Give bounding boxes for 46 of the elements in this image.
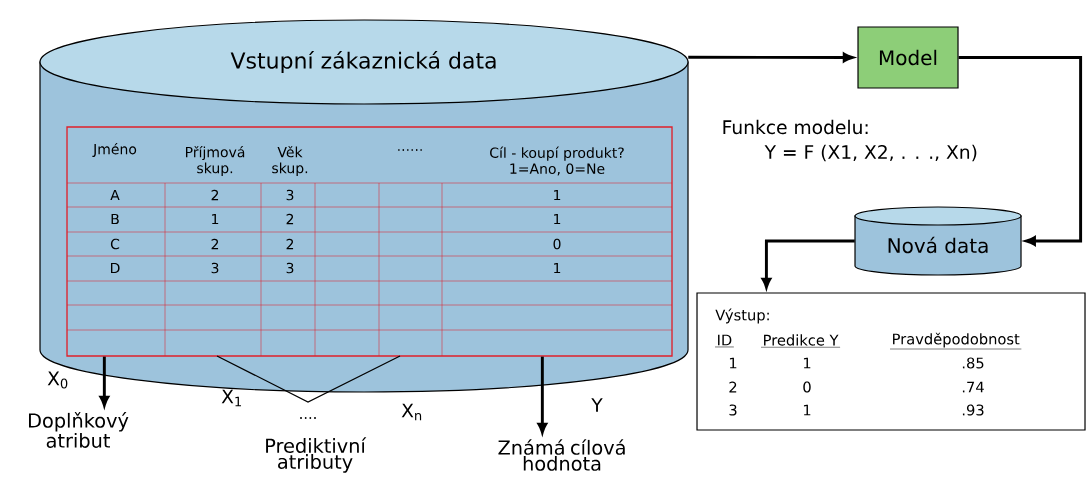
data-table (66, 126, 673, 357)
table-cell: 1 (554, 213, 561, 225)
variable-label: X$_{0}$ (47, 371, 68, 389)
table-cell: 1 (212, 213, 219, 225)
table-cell: A (110, 189, 120, 201)
table-cell: D (111, 262, 120, 274)
table-cell: 2 (286, 213, 294, 225)
table-cell: 1 (554, 189, 561, 201)
variable-label: Y (591, 398, 603, 412)
table-cell: 0 (803, 381, 811, 393)
attribute-label: Známá cílová hodnota (498, 439, 625, 471)
function-label: Funkce modelu: (723, 119, 868, 135)
column-header: Pravděpodobnost (889, 332, 1022, 350)
attribute-label: Prediktivní atributy (266, 437, 367, 473)
database-cylinder: Nová data (854, 206, 1022, 276)
table-cell: 2 (211, 238, 219, 250)
table-cell: 3 (211, 262, 219, 274)
attribute-label: Doplňkový atribut (29, 412, 129, 448)
column-header: Věk skup. (272, 146, 308, 177)
model-formula: Y = F (X1, X2, . . ., Xn) (764, 144, 977, 162)
table-cell: 0 (553, 238, 561, 250)
table-cell: 1 (803, 357, 811, 369)
arrow (958, 56, 1083, 246)
column-header: Příjmová skup. (186, 145, 245, 177)
table-cell: C (110, 238, 120, 250)
column-header: ...... (398, 149, 422, 151)
table-cell: .93 (962, 404, 984, 416)
column-header: ID (714, 334, 735, 348)
table-cell: 3 (286, 189, 294, 201)
table-cell: 2 (729, 381, 737, 393)
table-cell: 3 (286, 262, 294, 274)
table-cell: 1 (803, 404, 811, 416)
column-header: Predikce Y (760, 334, 841, 348)
column-header: Cíl - koupí produkt? 1=Ano, 0=Ne (490, 146, 624, 176)
table-cell: 3 (729, 404, 737, 416)
table-cell: 1 (729, 357, 737, 369)
table-cell: 2 (211, 189, 219, 201)
table-cell: .74 (962, 381, 984, 393)
table-cell: B (111, 213, 119, 225)
table-cell: .85 (962, 357, 984, 369)
variable-label: X$_{n}$ (401, 403, 422, 421)
model-box: Model (857, 26, 959, 89)
ellipsis-label: .... (300, 417, 316, 419)
table-cell: 2 (286, 238, 294, 250)
table-cell: 1 (554, 262, 561, 274)
column-header: Jméno (92, 143, 137, 157)
